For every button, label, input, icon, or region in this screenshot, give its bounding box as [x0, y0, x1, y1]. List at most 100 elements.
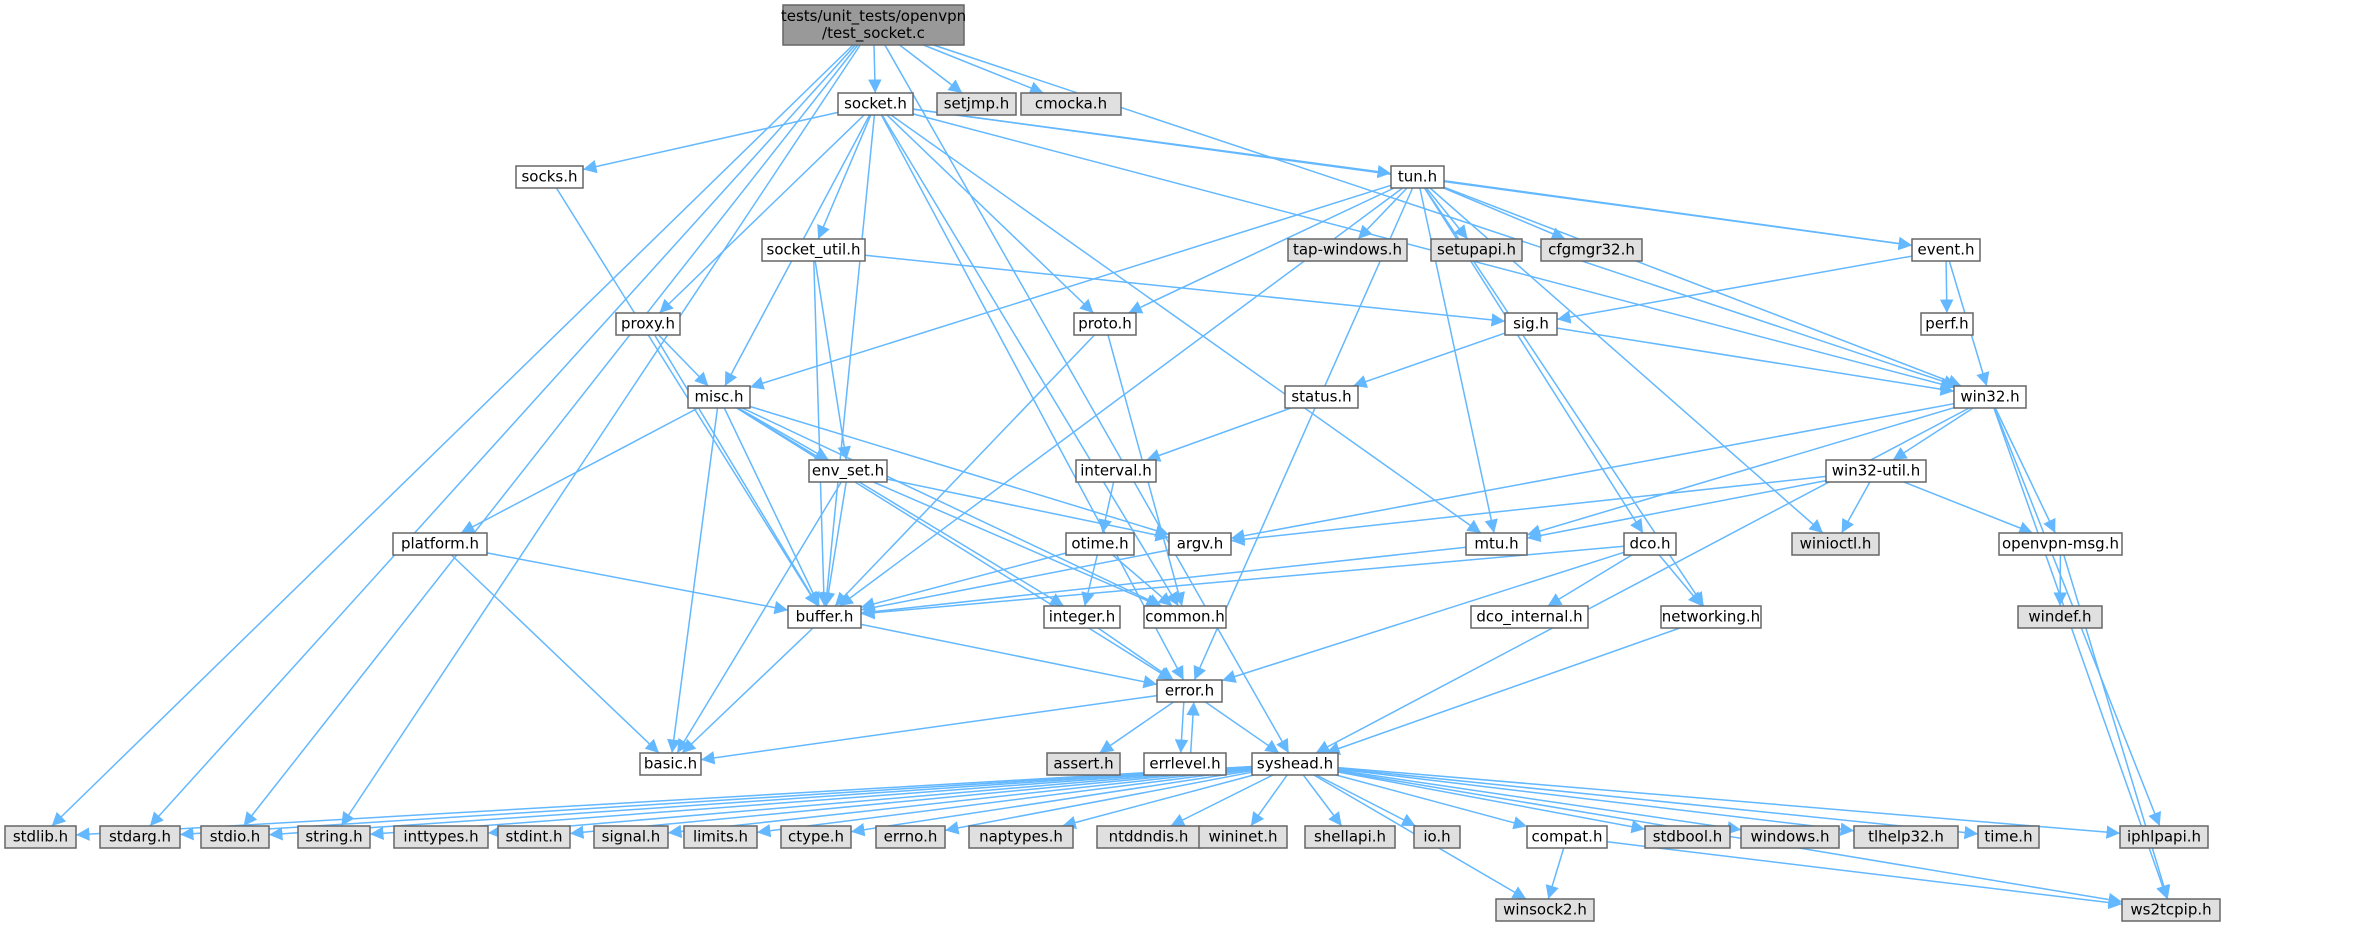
node-dco_h[interactable]: dco.h	[1623, 532, 1677, 556]
edge-win32_h-to-mtu_h	[1526, 406, 1955, 538]
node-perf_h[interactable]: perf.h	[1920, 312, 1974, 336]
edge-socket_h-to-common_h	[881, 114, 1180, 607]
edge-env_set_h-to-buffer_h	[821, 481, 847, 607]
node-label: socket_util.h	[767, 241, 861, 260]
node-box	[875, 825, 946, 849]
node-box	[1504, 312, 1558, 336]
edge-socket_h-to-proxy_h	[658, 114, 865, 314]
edge-argv_h-to-buffer_h	[860, 549, 1170, 614]
edge-syshead_h-to-errno_h	[944, 771, 1253, 835]
node-box	[2121, 898, 2221, 922]
edge-win32util_h-to-mtu_h	[1526, 479, 1827, 543]
node-label: /test_socket.c	[822, 24, 925, 43]
edge-syshead_h-to-ntddndis_h	[1170, 774, 1274, 827]
node-box	[787, 605, 862, 629]
node-win32_h[interactable]: win32.h	[1953, 385, 2027, 409]
node-box	[1073, 312, 1137, 336]
edge-syshead_h-to-stdbool_h	[1337, 771, 1646, 834]
node-integer_h[interactable]: integer.h	[1043, 605, 1121, 629]
node-interval_h[interactable]: interval.h	[1075, 459, 1157, 483]
node-stdbool_h: stdbool.h	[1644, 825, 1731, 849]
edge-misc_h-to-argv_h	[749, 405, 1170, 538]
node-socket_h[interactable]: socket.h	[837, 92, 914, 116]
node-setupapi_h: setupapi.h	[1430, 238, 1523, 262]
edge-compat_h-to-winsock2_h	[1545, 847, 1565, 900]
node-box	[615, 312, 681, 336]
node-proxy_h[interactable]: proxy.h	[615, 312, 681, 336]
node-label: signal.h	[602, 828, 661, 846]
node-otime_h[interactable]: otime.h	[1065, 532, 1135, 556]
node-label: tun.h	[1398, 168, 1437, 186]
node-stdlib_h: stdlib.h	[4, 825, 77, 849]
node-networking_h[interactable]: networking.h	[1660, 605, 1762, 629]
node-box	[1470, 605, 1589, 629]
node-compat_h[interactable]: compat.h	[1526, 825, 1608, 849]
node-event_h[interactable]: event.h	[1911, 238, 1981, 262]
edge-error_h-to-assert_h	[1099, 701, 1174, 754]
node-stdarg_h: stdarg.h	[99, 825, 181, 849]
node-common_h[interactable]: common.h	[1143, 605, 1227, 629]
node-label: stdlib.h	[13, 828, 68, 846]
node-tun_h[interactable]: tun.h	[1390, 165, 1445, 189]
node-label: setupapi.h	[1437, 241, 1516, 259]
node-label: setjmp.h	[944, 95, 1010, 113]
node-status_h[interactable]: status.h	[1284, 385, 1359, 409]
node-misc_h[interactable]: misc.h	[687, 385, 751, 409]
node-box	[1304, 825, 1396, 849]
node-box	[1390, 165, 1445, 189]
node-label: assert.h	[1053, 755, 1113, 773]
node-stdint_h: stdint.h	[497, 825, 571, 849]
edge-socket_util_h-to-env_set_h	[814, 260, 851, 461]
node-label: interval.h	[1080, 462, 1151, 480]
node-label: env_set.h	[812, 462, 884, 481]
node-label: cmocka.h	[1035, 95, 1107, 113]
node-label: stdint.h	[505, 828, 562, 846]
node-env_set_h[interactable]: env_set.h	[808, 459, 888, 483]
node-label: tlhelp32.h	[1868, 828, 1944, 846]
edge-error_h-to-syshead_h	[1204, 701, 1280, 754]
node-box	[392, 532, 488, 556]
edge-socket_h-to-mtu_h	[890, 114, 1482, 534]
node-box	[1413, 825, 1461, 849]
node-winioctl_h: winioctl.h	[1791, 532, 1880, 556]
edge-sig_h-to-status_h	[1352, 332, 1506, 388]
node-box	[683, 825, 758, 849]
node-label: windef.h	[2028, 608, 2091, 626]
node-errlevel_h[interactable]: errlevel.h	[1143, 752, 1227, 776]
node-basic_h[interactable]: basic.h	[639, 752, 702, 776]
node-signal_h: signal.h	[593, 825, 669, 849]
node-box	[1825, 459, 1927, 483]
node-label: openvpn-msg.h	[2002, 535, 2119, 553]
node-win32util_h[interactable]: win32-util.h	[1825, 459, 1927, 483]
node-proto_h[interactable]: proto.h	[1073, 312, 1137, 336]
edge-integer_h-to-error_h	[1097, 627, 1174, 681]
edge-tun_h-to-tapwin_h	[1357, 187, 1408, 240]
node-socks_h[interactable]: socks.h	[515, 165, 584, 189]
edge-syshead_h-to-stdarg_h	[179, 765, 1253, 841]
node-error_h[interactable]: error.h	[1156, 679, 1223, 703]
node-box	[1065, 532, 1135, 556]
edge-syshead_h-to-stdint_h	[569, 767, 1253, 839]
edge-syshead_h-to-tlhelp32_h	[1337, 768, 1855, 836]
node-box	[808, 459, 888, 483]
edge-dco_h-to-dco_internal_h	[1547, 554, 1633, 607]
node-dco_internal_h[interactable]: dco_internal.h	[1470, 605, 1589, 629]
edge-syshead_h-to-shellapi_h	[1302, 774, 1343, 827]
edge-proxy_h-to-misc_h	[658, 334, 709, 387]
node-root[interactable]: tests/unit_tests/openvpn/test_socket.c	[781, 4, 966, 46]
node-ovpnmsg_h[interactable]: openvpn-msg.h	[1998, 532, 2123, 556]
edge-proto_h-to-buffer_h	[834, 334, 1096, 607]
node-wininet_h: wininet.h	[1198, 825, 1288, 849]
node-sig_h[interactable]: sig.h	[1504, 312, 1558, 336]
node-argv_h[interactable]: argv.h	[1168, 532, 1232, 556]
node-tlhelp32_h: tlhelp32.h	[1853, 825, 1959, 849]
node-setjmp_h: setjmp.h	[936, 92, 1017, 116]
node-buffer_h[interactable]: buffer.h	[787, 605, 862, 629]
node-syshead_h[interactable]: syshead.h	[1251, 752, 1339, 776]
edge-misc_h-to-common_h	[741, 407, 1163, 607]
node-label: windows.h	[1751, 828, 1830, 846]
node-socket_util_h[interactable]: socket_util.h	[761, 238, 866, 262]
edge-compat_h-to-ws2tcpip_h	[1606, 841, 2123, 910]
node-mtu_h[interactable]: mtu.h	[1465, 532, 1528, 556]
node-platform_h[interactable]: platform.h	[392, 532, 488, 556]
